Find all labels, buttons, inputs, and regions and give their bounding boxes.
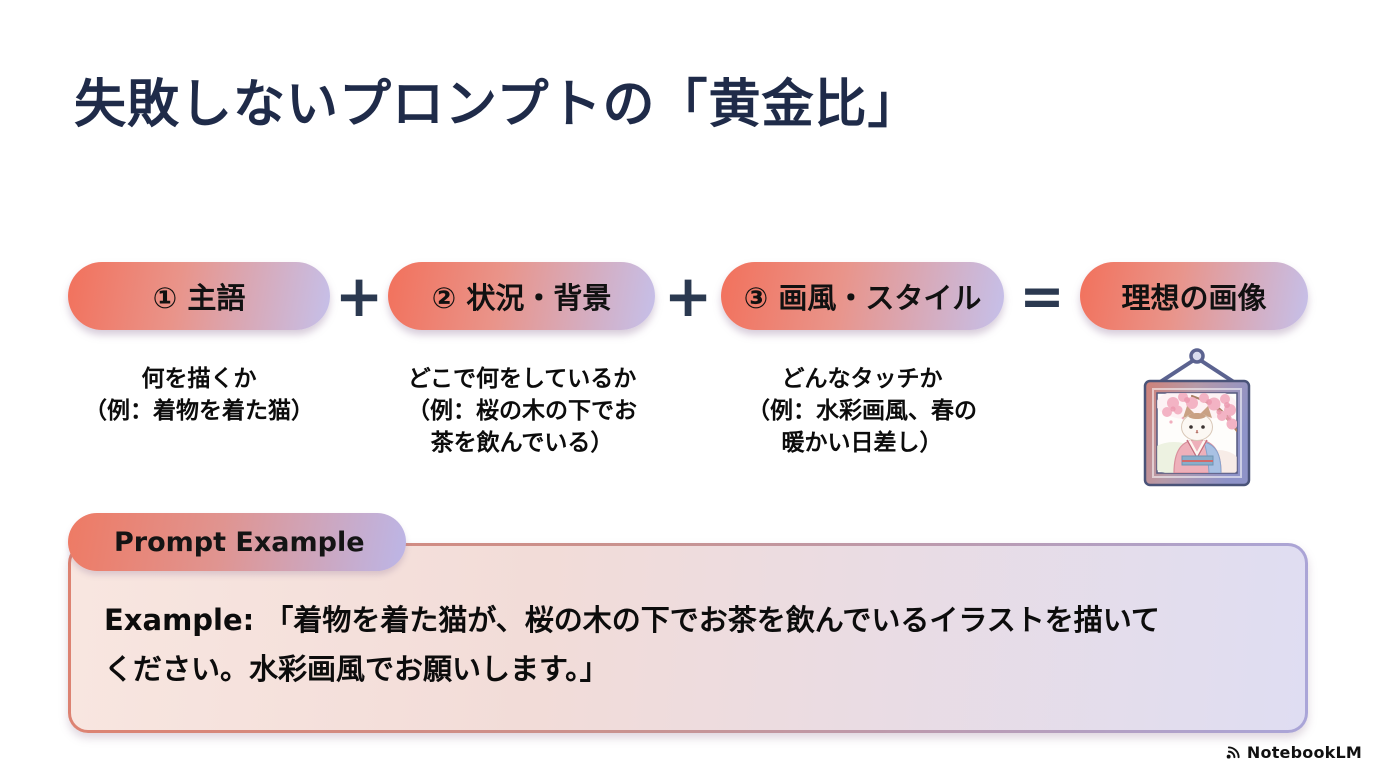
framed-kimono-cat-picture-icon bbox=[1126, 346, 1268, 498]
prompt-example-box-fill bbox=[71, 546, 1305, 730]
notebooklm-logo-icon bbox=[1224, 744, 1242, 762]
situation-description: どこで何をしているか （例：桜の木の下でお 茶を飲んでいる） bbox=[407, 366, 637, 456]
formula-pill-subject: ① 主語 bbox=[68, 262, 330, 330]
prompt-example-tab-label: Prompt Example bbox=[114, 526, 365, 558]
subject-description: 何を描くか （例：着物を着た猫） bbox=[84, 366, 314, 424]
prompt-example-tab: Prompt Example bbox=[68, 513, 406, 571]
formula-pill-subject-label: ① 主語 bbox=[152, 281, 246, 315]
formula-pill-style-label: ③ 画風・スタイル bbox=[743, 281, 982, 315]
prompt-example-box bbox=[68, 543, 1308, 733]
formula-pill-situation-label: ② 状況・背景 bbox=[431, 281, 612, 315]
formula-pill-style: ③ 画風・スタイル bbox=[721, 262, 1004, 330]
page-title: 失敗しないプロンプトの「黄金比」 bbox=[74, 75, 921, 135]
plus-operator-2: + bbox=[663, 262, 713, 330]
footer-brand-name: NotebookLM bbox=[1246, 743, 1362, 762]
prompt-example-text: Example: 「着物を着た猫が、桜の木の下でお茶を飲んでいるイラストを描いて… bbox=[104, 603, 1160, 686]
style-description: どんなタッチか （例：水彩画風、春の 暖かい日差し） bbox=[747, 366, 977, 456]
plus-operator-1: + bbox=[334, 262, 384, 330]
equals-operator: = bbox=[1019, 264, 1065, 328]
formula-pill-result-label: 理想の画像 bbox=[1121, 281, 1267, 315]
footer-brand: NotebookLM bbox=[1224, 743, 1362, 762]
formula-pill-result: 理想の画像 bbox=[1080, 262, 1308, 330]
formula-pill-situation: ② 状況・背景 bbox=[388, 262, 655, 330]
